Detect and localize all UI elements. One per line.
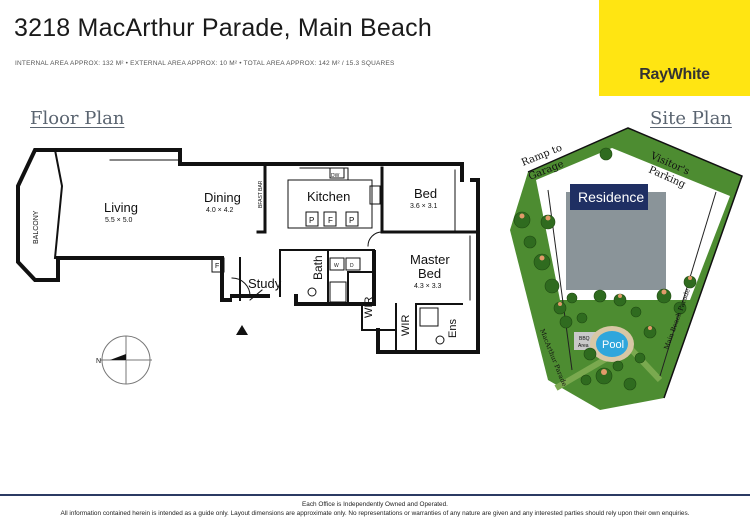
toilet	[435, 335, 445, 345]
residence-label: Residence	[578, 189, 644, 205]
compass-label: N	[96, 358, 101, 365]
area-summary: INTERNAL AREA APPROX: 132 M² • EXTERNAL …	[15, 60, 395, 67]
room-living-dim: 5.5 × 5.0	[105, 217, 133, 224]
room-dining-dim: 4.0 × 4.2	[206, 207, 234, 214]
fridge-label: F	[215, 263, 219, 270]
pantry-label: F	[328, 216, 333, 225]
site-plan-drawing	[510, 127, 743, 410]
ens-shower	[419, 307, 439, 327]
listing-title: 3218 MacArthur Parade, Main Beach	[14, 14, 432, 42]
breakfast-bar-label: BFAST BAR	[258, 180, 264, 208]
fridge-box	[211, 257, 225, 273]
room-ens-label: Ens	[447, 319, 459, 338]
bath-fixture	[329, 281, 347, 303]
pantry-label: P	[349, 216, 354, 225]
footer-divider	[0, 494, 750, 496]
dryer-label: D	[350, 263, 354, 269]
site-plan-heading: Site Plan	[650, 108, 732, 129]
residence-roof	[570, 184, 648, 210]
room-kitchen-label: Kitchen	[307, 189, 350, 204]
room-bed-dim: 3.6 × 3.1	[410, 203, 438, 210]
door-arc	[367, 231, 383, 247]
room-dining-label: Dining	[204, 190, 241, 205]
pantry-box	[305, 211, 319, 227]
tree-icons	[513, 147, 697, 391]
compass-needle	[110, 354, 126, 360]
washer-box	[329, 257, 345, 271]
dryer-box	[345, 257, 361, 271]
bbq-label: BBQ	[579, 336, 590, 342]
pool-water	[596, 331, 628, 357]
entry-arrow	[236, 325, 248, 335]
interior-wall	[256, 162, 267, 234]
kitchen-bench	[299, 167, 349, 181]
pantry-label: P	[309, 216, 314, 225]
room-balcony-label: BALCONY	[33, 210, 40, 244]
stove	[369, 185, 381, 205]
toilet	[307, 287, 317, 297]
pantry-box	[345, 211, 359, 227]
outer-wall	[16, 148, 480, 354]
room-bed-label: Bed	[414, 186, 437, 201]
floor-plan-heading: Floor Plan	[30, 108, 125, 129]
pantry-box	[323, 211, 337, 227]
kitchen-bench	[287, 179, 373, 229]
door-arc	[231, 277, 251, 297]
room-wir-label-2: WIR	[400, 315, 412, 336]
door-arc	[249, 289, 263, 301]
room-master-dim: 4.3 × 3.3	[414, 283, 442, 290]
footer-disclaimer-1: Each Office is Independently Owned and O…	[302, 501, 448, 508]
washer-label: W	[334, 263, 339, 269]
brand-logo: RayWhite	[599, 0, 750, 96]
room-study-label: Study	[248, 276, 282, 291]
balcony-glass	[17, 149, 36, 281]
dishwasher-label: DW	[331, 173, 340, 179]
balcony-wall	[53, 148, 64, 260]
interior-wall	[361, 303, 397, 331]
room-master-label: Master	[410, 252, 450, 267]
room-bath-label: Bath	[311, 255, 325, 280]
room-wir-label: WIR	[363, 297, 375, 318]
footer-disclaimer-2: All information contained herein is inte…	[60, 510, 690, 517]
bbq-label-2: Area	[578, 343, 589, 349]
site-outline	[527, 127, 743, 399]
sink	[329, 167, 345, 179]
pool-label: Pool	[602, 339, 624, 351]
room-living-label: Living	[104, 200, 138, 215]
brand-name: RayWhite	[639, 66, 710, 83]
room-master-label-2: Bed	[418, 266, 441, 281]
tree-highlights	[519, 213, 692, 375]
